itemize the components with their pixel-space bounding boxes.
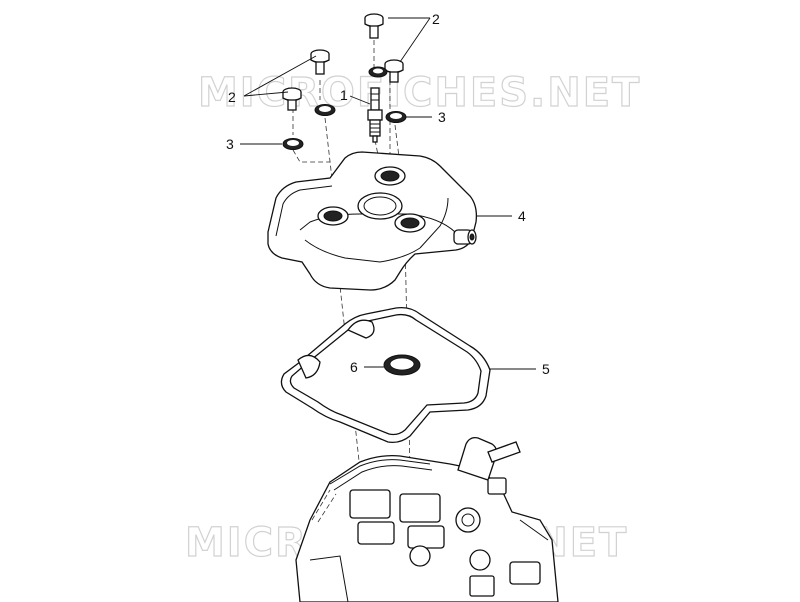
washer-part-3-b (314, 104, 336, 116)
watermark-top: MICROFICHES.NET (198, 70, 641, 116)
callout-3-left: 3 (226, 136, 234, 152)
seal-ring-part-6 (383, 354, 421, 376)
callout-1: 1 (340, 87, 348, 103)
callout-4: 4 (518, 208, 526, 224)
cylinder-head (295, 436, 559, 602)
callout-3-right: 3 (438, 109, 446, 125)
bolt-part-2-c (384, 59, 404, 83)
bolt-part-2-a (364, 13, 384, 39)
washer-part-3-c (385, 111, 407, 123)
gasket-part-5 (280, 306, 491, 444)
callout-2-top: 2 (432, 11, 440, 27)
bolt-part-2-d (282, 87, 302, 111)
valve-cover-part-4 (267, 151, 478, 291)
washer-part-3-a (368, 66, 388, 78)
leader-lines (240, 17, 536, 370)
callout-2-left: 2 (228, 89, 236, 105)
callout-5: 5 (542, 361, 550, 377)
callout-6: 6 (350, 359, 358, 375)
spark-plug-part-1 (367, 87, 383, 143)
washer-part-3-d (282, 138, 304, 150)
